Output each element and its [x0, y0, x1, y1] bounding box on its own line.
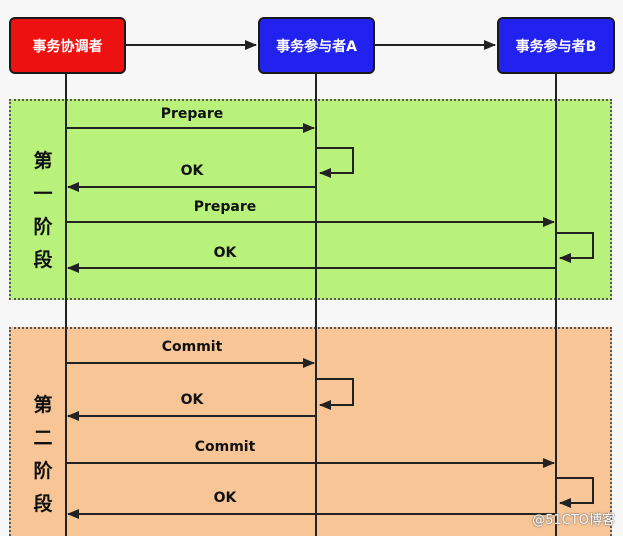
actor-participant-a: 事务参与者A	[258, 17, 375, 74]
message-ok-a-phase1: OK	[180, 163, 204, 179]
self-loop-a-phase2	[316, 378, 354, 410]
actor-coordinator: 事务协调者	[9, 17, 126, 74]
phase-label-char: 二	[33, 427, 53, 449]
phase-label-char: 段	[33, 249, 53, 271]
watermark: @51CTO博客	[532, 513, 615, 528]
self-loop-a-phase1	[316, 147, 354, 178]
self-loop-b-phase2	[556, 477, 594, 508]
message-ok-b-phase1: OK	[213, 245, 237, 261]
phase-label-char: 阶	[33, 216, 53, 238]
message-ok-a-phase2: OK	[180, 392, 204, 408]
phase-two-label: 第 二 阶 段	[30, 389, 56, 521]
phase-label-char: 第	[33, 150, 53, 172]
message-commit-a: Commit	[161, 339, 223, 355]
phase-one-label: 第 一 阶 段	[30, 145, 56, 277]
phase-label-char: 段	[33, 493, 53, 515]
phase-label-char: 第	[33, 394, 53, 416]
actor-participant-b: 事务参与者B	[497, 17, 615, 74]
self-loop-b-phase1	[556, 232, 594, 263]
phase-label-char: 阶	[33, 460, 53, 482]
message-prepare-a: Prepare	[160, 106, 224, 122]
message-commit-b: Commit	[194, 439, 256, 455]
phase-label-char: 一	[33, 183, 53, 205]
message-prepare-b: Prepare	[193, 199, 257, 215]
message-ok-b-phase2: OK	[213, 490, 237, 506]
